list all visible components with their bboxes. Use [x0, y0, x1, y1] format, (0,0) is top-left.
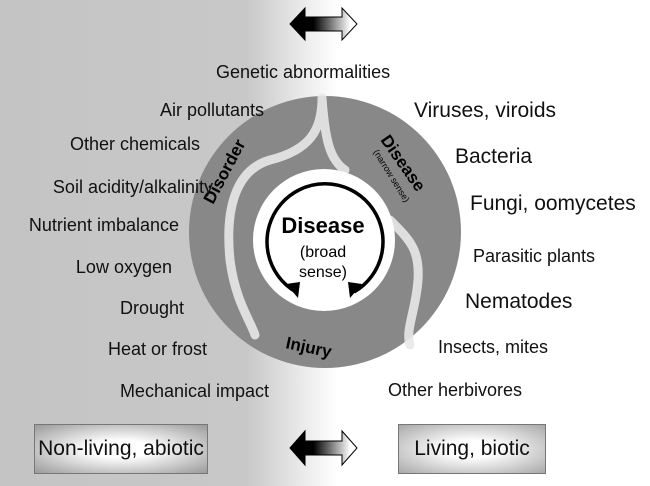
- abiotic-cause: Mechanical impact: [119, 381, 269, 401]
- center-line2: sense): [299, 264, 347, 281]
- label-genetic-abnormalities: Genetic abnormalities: [216, 62, 391, 82]
- biotic-cause: Fungi, oomycetes: [470, 192, 636, 215]
- abiotic-cause: Other chemicals: [69, 134, 200, 154]
- top-double-arrow: [289, 6, 358, 42]
- abiotic-cause: Air pollutants: [159, 100, 264, 120]
- center-circle: [253, 169, 395, 311]
- abiotic-cause: Nutrient imbalance: [28, 215, 179, 235]
- circular-arrow: [265, 182, 385, 294]
- abiotic-box: Non-living, abiotic: [34, 424, 208, 474]
- biotic-cause: Insects, mites: [438, 337, 549, 357]
- ring-dividers: [224, 93, 423, 350]
- abiotic-cause: Heat or frost: [107, 339, 207, 359]
- center-line1: (broad: [300, 244, 346, 261]
- biotic-cause: Nematodes: [465, 290, 573, 313]
- abiotic-cause: Soil acidity/alkalinity: [52, 177, 213, 197]
- biotic-cause: Viruses, viroids: [414, 99, 556, 122]
- biotic-cause: Bacteria: [455, 145, 533, 168]
- center-title: Disease: [281, 213, 364, 238]
- biotic-cause: Parasitic plants: [473, 246, 596, 266]
- abiotic-cause: Low oxygen: [75, 257, 172, 277]
- bottom-double-arrow: [289, 429, 358, 467]
- biotic-cause: Other herbivores: [388, 380, 523, 400]
- biotic-box: Living, biotic: [398, 424, 546, 474]
- abiotic-cause: Drought: [119, 298, 184, 318]
